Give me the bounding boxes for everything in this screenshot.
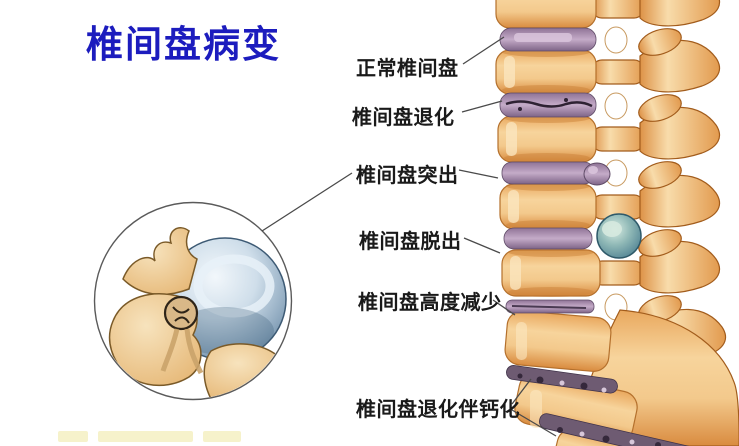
watermark xyxy=(58,431,248,444)
leader-disc-prolapse xyxy=(463,237,501,254)
leader-normal-disc xyxy=(462,36,505,65)
page-title: 椎间盘病变 xyxy=(86,23,281,66)
vertebral-processes xyxy=(591,0,727,362)
leader-calcification-upper xyxy=(511,378,532,405)
label-disc-prolapse: 椎间盘脱出 xyxy=(359,229,462,253)
disc-narrowed xyxy=(505,299,595,314)
leader-calcification-lower xyxy=(511,409,557,437)
leader-disc-degeneration xyxy=(461,100,503,113)
label-disc-degeneration: 椎间盘退化 xyxy=(352,105,455,129)
disc-prolapsed xyxy=(503,213,642,259)
disc-calcified-upper xyxy=(506,365,618,394)
label-disc-degeneration-calcification: 椎间盘退化伴钙化 xyxy=(356,397,520,421)
label-normal-disc: 正常椎间盘 xyxy=(356,56,459,80)
label-disc-protrusion: 椎间盘突出 xyxy=(356,163,459,187)
label-disc-height-loss: 椎间盘高度减少 xyxy=(358,290,502,314)
disc-protruded xyxy=(501,161,611,186)
disc-degenerated xyxy=(499,92,597,118)
inset-circle-illustration xyxy=(93,201,293,401)
leader-disc-height-loss xyxy=(492,299,516,316)
disc-calcified-lower xyxy=(539,413,699,446)
leader-disc-protrusion xyxy=(458,169,499,179)
leader-inset-to-label xyxy=(261,172,353,232)
